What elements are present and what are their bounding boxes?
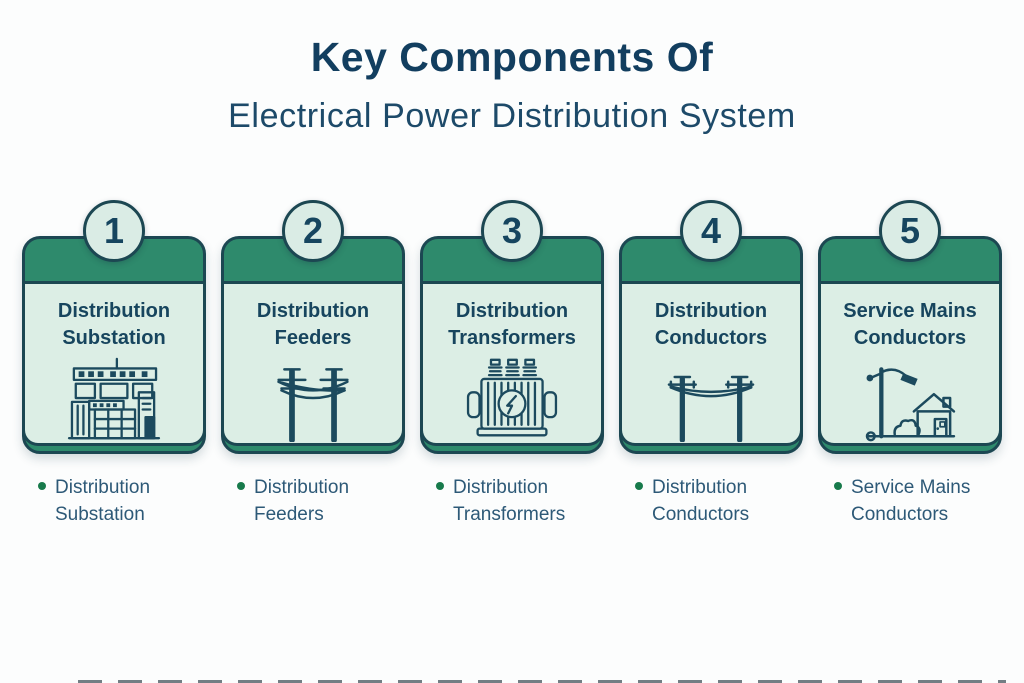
bullet-label: Distribution Substation	[55, 477, 151, 525]
substation-building-icon	[25, 356, 203, 442]
step-number-badge: 1	[83, 200, 145, 262]
street-pole-house-icon	[821, 356, 999, 442]
step-number: 4	[700, 210, 722, 251]
card-column-1: 1 Distribution Substation	[22, 200, 206, 454]
bullet-column-5: Service Mains Conductors	[818, 475, 1002, 528]
page-subtitle: Electrical Power Distribution System	[228, 97, 796, 135]
card-column-4: 4 Distribution Conductors	[619, 200, 803, 454]
component-card-transformers: 3 Distribution Transformers	[420, 200, 604, 454]
card-body: Distribution Substation	[22, 281, 206, 446]
component-bullet-list: Distribution Substation Distribution Fee…	[0, 475, 1024, 528]
card-body: Distribution Conductors	[619, 281, 803, 446]
page-title: Key Components Of	[310, 34, 714, 80]
power-poles-wires-icon	[224, 356, 402, 442]
list-item: Distribution Substation	[22, 475, 206, 528]
step-number-badge: 3	[481, 200, 543, 262]
transformer-icon	[423, 356, 601, 442]
bullet-dot-icon	[635, 482, 643, 490]
bullet-label: Service Mains Conductors	[851, 477, 971, 525]
bullet-dot-icon	[834, 482, 842, 490]
step-number: 5	[899, 210, 921, 251]
bullet-column-2: Distribution Feeders	[221, 475, 405, 528]
bullet-label: Distribution Feeders	[254, 477, 350, 525]
step-number-badge: 2	[282, 200, 344, 262]
bullet-dot-icon	[237, 482, 245, 490]
bullet-label: Distribution Transformers	[453, 477, 566, 525]
list-item: Distribution Transformers	[420, 475, 604, 528]
step-number: 1	[103, 210, 125, 251]
bullet-column-4: Distribution Conductors	[619, 475, 803, 528]
cropped-text-artifact	[78, 680, 1006, 683]
card-title: Distribution Conductors	[654, 300, 768, 349]
card-column-3: 3 Distribution Transformers	[420, 200, 604, 454]
component-card-conductors: 4 Distribution Conductors	[619, 200, 803, 454]
step-number: 3	[501, 210, 523, 251]
component-cards-row: 1 Distribution Substation	[0, 200, 1024, 454]
step-number: 2	[302, 210, 324, 251]
card-title: Service Mains Conductors	[843, 300, 977, 349]
bullet-dot-icon	[436, 482, 444, 490]
step-number-badge: 5	[879, 200, 941, 262]
bullet-dot-icon	[38, 482, 46, 490]
card-title: Distribution Transformers	[448, 300, 576, 349]
step-number-badge: 4	[680, 200, 742, 262]
card-title: Distribution Substation	[57, 300, 171, 349]
list-item: Distribution Conductors	[619, 475, 803, 528]
bullet-label: Distribution Conductors	[652, 477, 750, 525]
list-item: Distribution Feeders	[221, 475, 405, 528]
component-card-substation: 1 Distribution Substation	[22, 200, 206, 454]
card-title: Distribution Feeders	[256, 300, 370, 349]
card-column-5: 5 Service Mains Conductors	[818, 200, 1002, 454]
card-body: Service Mains Conductors	[818, 281, 1002, 446]
card-column-2: 2 Distribution Feeders	[221, 200, 405, 454]
card-body: Distribution Feeders	[221, 281, 405, 446]
card-body: Distribution Transformers	[420, 281, 604, 446]
bullet-column-1: Distribution Substation	[22, 475, 206, 528]
component-card-feeders: 2 Distribution Feeders	[221, 200, 405, 454]
conductor-poles-icon	[622, 356, 800, 442]
bullet-column-3: Distribution Transformers	[420, 475, 604, 528]
list-item: Service Mains Conductors	[818, 475, 1002, 528]
component-card-service-mains: 5 Service Mains Conductors	[818, 200, 1002, 454]
